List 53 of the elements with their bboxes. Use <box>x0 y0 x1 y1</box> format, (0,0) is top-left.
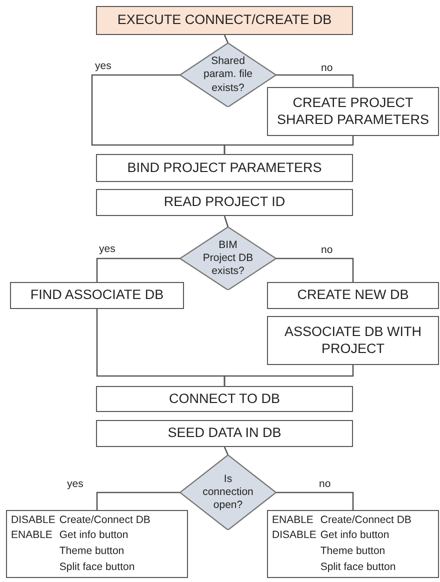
result-text: Theme button <box>320 544 386 559</box>
start-box <box>96 6 353 35</box>
process-box <box>96 420 353 447</box>
result-text: Create/Connect DB <box>59 512 150 528</box>
process-box <box>96 154 353 182</box>
connector-line <box>224 446 229 456</box>
process-text: BIND PROJECT PARAMETERS <box>127 160 322 176</box>
connector-line <box>96 258 180 282</box>
decision-text: Shared param. file exists? <box>202 55 254 95</box>
process-text: SEED DATA IN DB <box>168 425 282 442</box>
process-text: CREATE NEW DB <box>297 287 409 304</box>
decision-diamond <box>180 43 276 107</box>
decision-diamond <box>180 227 276 290</box>
process-text: EXECUTE CONNECT/CREATE DB <box>117 12 332 29</box>
result-box <box>6 510 188 578</box>
connector-line <box>276 74 354 87</box>
result-text: Get info button <box>320 528 390 544</box>
result-text: Get info button <box>59 528 130 544</box>
connector-line <box>96 492 180 510</box>
result-text: DISABLE <box>272 528 316 544</box>
result-box <box>267 510 439 578</box>
connector-line <box>224 216 229 228</box>
edge-label: yes <box>66 478 84 490</box>
result-text: Create/Connect DB <box>320 512 412 528</box>
edge-label: no <box>318 478 332 490</box>
process-box <box>96 386 353 412</box>
result-text: DISABLE <box>11 512 56 528</box>
process-text: ASSOCIATE DB WITH PROJECT <box>283 324 422 358</box>
decision-text: Is connection open? <box>202 472 254 512</box>
process-box <box>267 282 439 309</box>
connector-line <box>224 365 354 386</box>
connector-line <box>276 258 354 282</box>
result-text: Split face button <box>59 560 136 575</box>
process-box <box>267 87 439 136</box>
process-text: CREATE PROJECT SHARED PARAMETERS <box>276 94 430 128</box>
process-text: FIND ASSOCIATE DB <box>30 287 164 304</box>
edge-label: yes <box>98 243 116 255</box>
edge-label: yes <box>94 60 112 72</box>
process-box <box>96 189 353 216</box>
result-text: ENABLE <box>11 528 54 544</box>
process-box <box>10 282 184 309</box>
decision-text: BIM Project DB exists? <box>202 238 254 278</box>
edge-label: no <box>320 244 334 256</box>
result-text: Theme button <box>59 544 126 559</box>
connector-line <box>224 34 229 44</box>
result-text: Split face button <box>320 560 397 575</box>
result-text: ENABLE <box>272 512 314 528</box>
process-box <box>267 316 439 365</box>
process-text: READ PROJECT ID <box>164 194 286 211</box>
connector-line <box>224 136 354 154</box>
process-text: CONNECT TO DB <box>168 390 280 408</box>
connector-line <box>276 492 354 510</box>
edge-label: no <box>320 62 334 74</box>
